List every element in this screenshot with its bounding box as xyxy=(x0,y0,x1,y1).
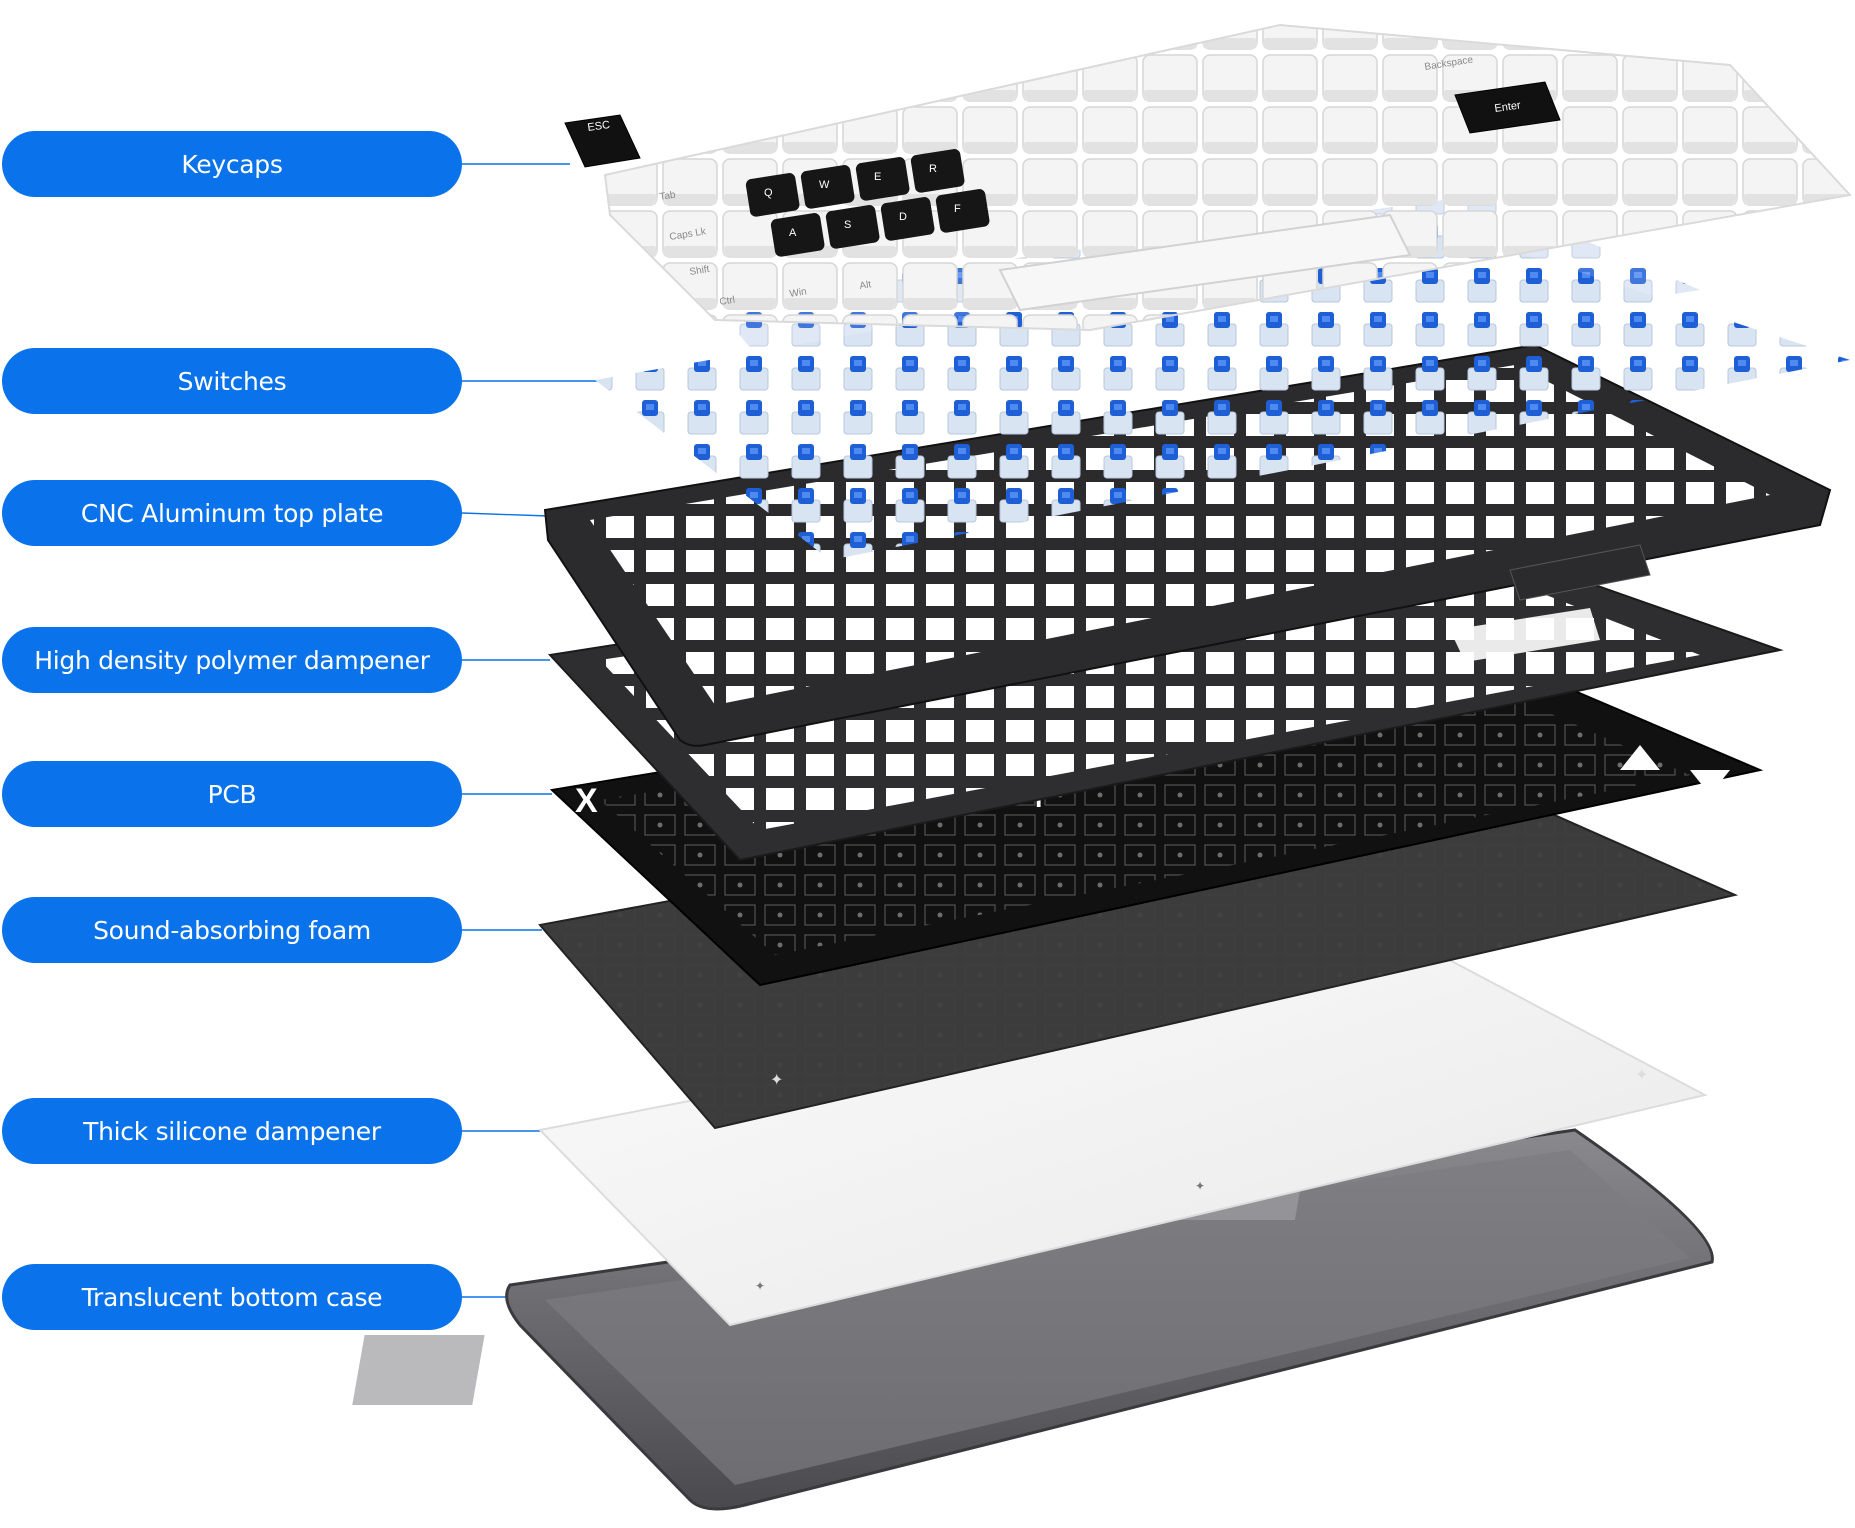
svg-text:W: W xyxy=(819,179,830,191)
svg-text:Ctrl: Ctrl xyxy=(719,295,736,308)
svg-text:Q: Q xyxy=(764,187,773,199)
svg-text:Enter: Enter xyxy=(1494,99,1522,115)
label-top-plate: CNC Aluminum top plate xyxy=(2,480,462,546)
pcb-mark-x: X xyxy=(575,782,598,820)
svg-text:E: E xyxy=(874,171,881,183)
svg-text:A: A xyxy=(789,227,797,239)
svg-text:Alt: Alt xyxy=(859,279,872,292)
leader-top-plate xyxy=(461,512,549,517)
pcb-board: X Y xyxy=(549,638,1764,987)
svg-text:D: D xyxy=(899,211,907,223)
svg-text:R: R xyxy=(929,163,937,175)
svg-text:F: F xyxy=(954,203,961,215)
label-pcb: PCB xyxy=(2,761,462,827)
label-bottom-case: Translucent bottom case xyxy=(2,1264,462,1330)
svg-text:✦: ✦ xyxy=(1635,1067,1648,1084)
label-foam: Sound-absorbing foam xyxy=(2,897,462,963)
label-polymer-dampener: High density polymer dampener xyxy=(2,627,462,693)
key-enter: Enter xyxy=(1454,81,1561,134)
svg-text:✦: ✦ xyxy=(755,1279,765,1293)
key-esc: ESC xyxy=(564,114,641,168)
svg-text:Tab: Tab xyxy=(659,190,677,203)
svg-text:ESC: ESC xyxy=(587,119,611,134)
svg-text:S: S xyxy=(844,219,851,231)
aluminum-top-plate xyxy=(543,343,1832,747)
spacebar-key xyxy=(998,213,1412,312)
black-keys-cluster: Q W E R A S D F xyxy=(745,149,990,257)
label-switches: Switches xyxy=(2,348,462,414)
svg-text:Win: Win xyxy=(789,286,808,300)
label-silicone-dampener: Thick silicone dampener xyxy=(2,1098,462,1164)
svg-text:✦: ✦ xyxy=(770,1072,783,1089)
label-keycaps: Keycaps xyxy=(2,131,462,197)
svg-text:Shift: Shift xyxy=(689,264,711,278)
keycaps-layer: ESC Enter Q W E R A S D F Tab Cap xyxy=(564,23,1852,332)
svg-text:✦: ✦ xyxy=(1195,1179,1205,1193)
